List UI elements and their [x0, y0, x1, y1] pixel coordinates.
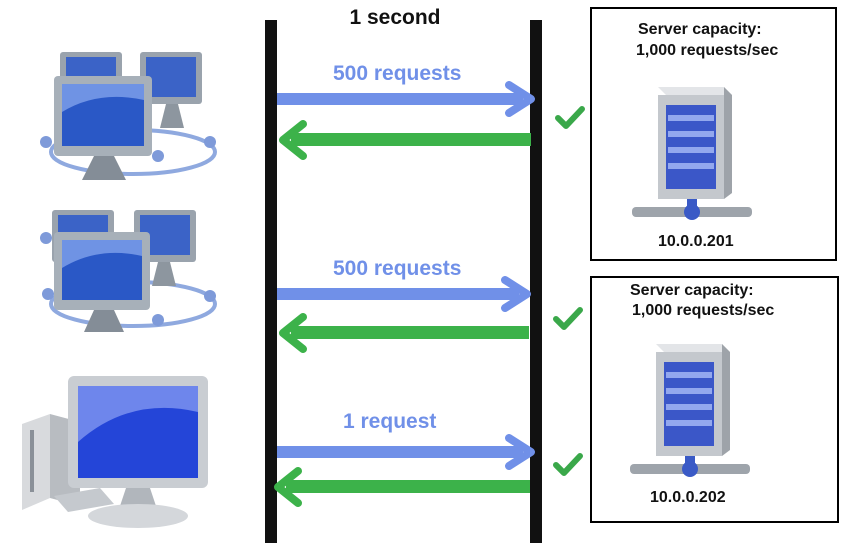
client-desktop	[20, 372, 220, 532]
request-arrow-3	[277, 434, 539, 470]
request-label-1: 500 requests	[333, 62, 462, 85]
server-box-2: Server capacity: 1,000 requests/sec 10.0…	[590, 276, 839, 523]
response-arrow-2	[277, 313, 533, 353]
server-ip: 10.0.0.202	[650, 489, 726, 506]
left-timeline-line	[265, 20, 277, 543]
request-arrow-2	[277, 276, 539, 312]
request-arrow-1	[277, 81, 539, 117]
server-capacity-value: 1,000 requests/sec	[632, 302, 775, 319]
right-timeline-line	[530, 20, 542, 543]
computer-network-icon	[40, 210, 217, 332]
client-network-2	[38, 208, 218, 338]
client-network-1	[38, 42, 218, 182]
server-ip: 10.0.0.201	[658, 233, 734, 250]
request-label-2: 500 requests	[333, 257, 462, 280]
server-icon	[626, 332, 776, 482]
server-icon	[628, 75, 778, 225]
server-capacity-value: 1,000 requests/sec	[636, 42, 779, 59]
checkmark-icon	[552, 306, 584, 332]
computer-network-icon	[40, 52, 217, 180]
desktop-computer-icon	[22, 376, 208, 528]
response-arrow-3	[270, 467, 532, 507]
server-capacity-label: Server capacity:	[630, 282, 754, 299]
request-label-3: 1 request	[343, 410, 437, 433]
diagram-title: 1 second	[349, 6, 441, 29]
checkmark-icon	[552, 452, 584, 478]
server-box-1: Server capacity: 1,000 requests/sec 10.0…	[590, 7, 837, 261]
server-capacity-label: Server capacity:	[638, 21, 762, 38]
response-arrow-1	[277, 120, 533, 160]
checkmark-icon	[554, 105, 586, 131]
